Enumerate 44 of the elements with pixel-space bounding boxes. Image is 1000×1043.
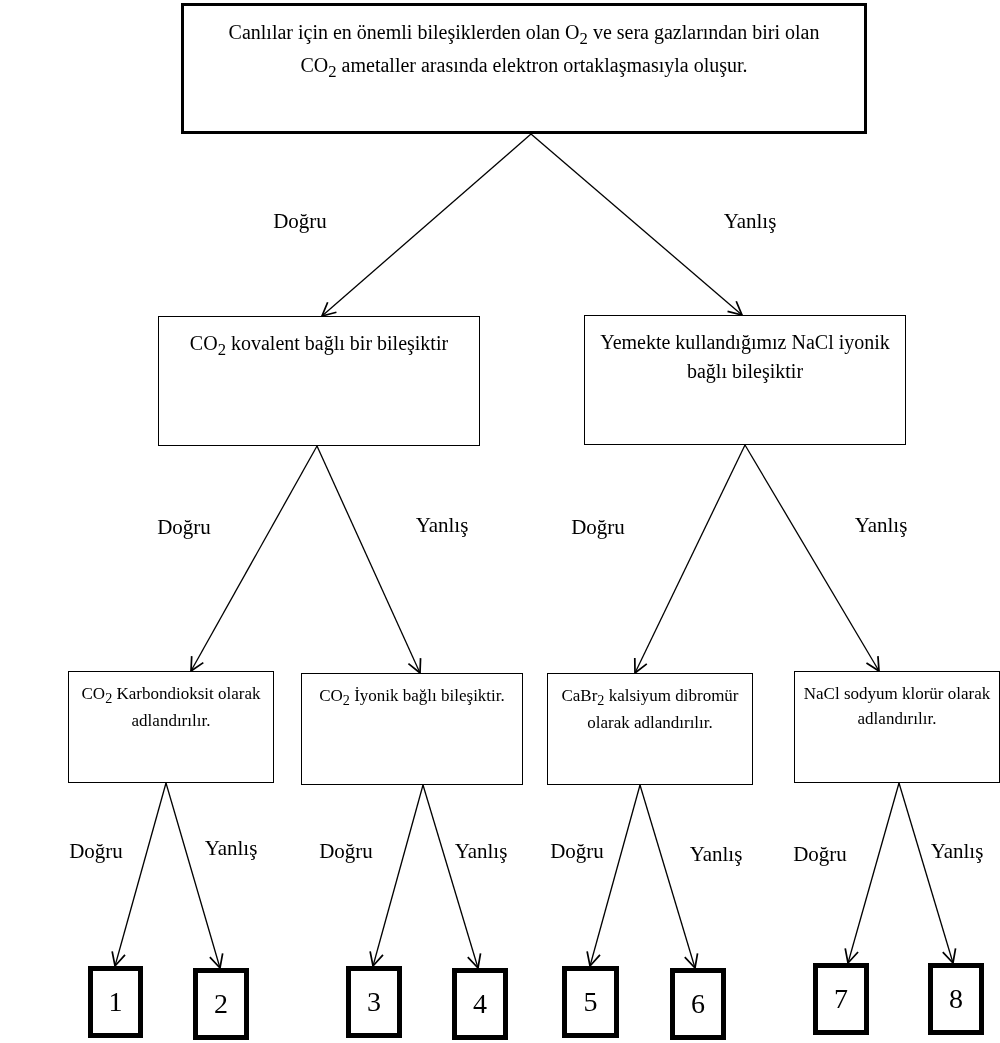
statement-text: CO$_{2}$ kovalent bağlı bir bileşiktir — [188, 331, 450, 361]
answer-number: 8 — [949, 985, 963, 1013]
answer-box — [562, 966, 619, 1038]
answer-number: 3 — [367, 988, 381, 1016]
arrow — [586, 784, 641, 967]
answer-number: 6 — [691, 990, 705, 1018]
statement-box — [68, 671, 274, 783]
arrow — [744, 444, 880, 672]
arrow — [190, 445, 318, 672]
answer-box — [452, 968, 508, 1040]
statement-text: CO$_{2}$ İyonik bağlı bileşiktir. — [318, 685, 506, 711]
statement-box — [158, 316, 480, 446]
answer-box — [88, 966, 143, 1038]
arrow — [844, 782, 900, 964]
answer-number: 7 — [834, 985, 848, 1013]
answer-box — [813, 963, 869, 1035]
statement-box — [794, 671, 1000, 783]
arrow — [422, 784, 482, 969]
answer-number: 1 — [108, 988, 123, 1016]
statement-text: Canlılar için en önemli bileşiklerden olan O$_{2}$ ve sera gazlarından biri olan CO$_{2}$ ametaller arasında elektron ortaklaşmasıyla oluşur. — [227, 20, 821, 84]
statement-text: NaCl sodyum klorür olarak adlandırılır. — [803, 683, 991, 730]
arrow — [633, 444, 746, 674]
arrow — [165, 782, 224, 969]
answer-box — [193, 968, 249, 1040]
statement-box — [301, 673, 523, 785]
statement-text: CaBr$_{2}$ kalsiyum dibromür olarak adlandırılır. — [560, 685, 740, 734]
arrow — [898, 782, 957, 964]
answer-number: 5 — [583, 988, 598, 1016]
arrow — [530, 133, 743, 316]
arrow — [316, 445, 422, 674]
arrow — [369, 784, 424, 967]
statement-box — [584, 315, 906, 445]
answer-number: 2 — [214, 990, 228, 1018]
statement-box — [547, 673, 753, 785]
arrow — [639, 784, 699, 969]
answer-number: 4 — [473, 990, 487, 1018]
answer-box — [346, 966, 402, 1038]
answer-box — [670, 968, 726, 1040]
arrow — [321, 133, 532, 317]
answer-box — [928, 963, 984, 1035]
arrow — [111, 782, 167, 967]
statement-box — [181, 3, 867, 134]
statement-text: CO$_{2}$ Karbondioksit olarak adlandırılır. — [80, 683, 262, 732]
statement-text: Yemekte kullandığımız NaCl iyonik bağlı bileşiktir — [599, 330, 891, 385]
